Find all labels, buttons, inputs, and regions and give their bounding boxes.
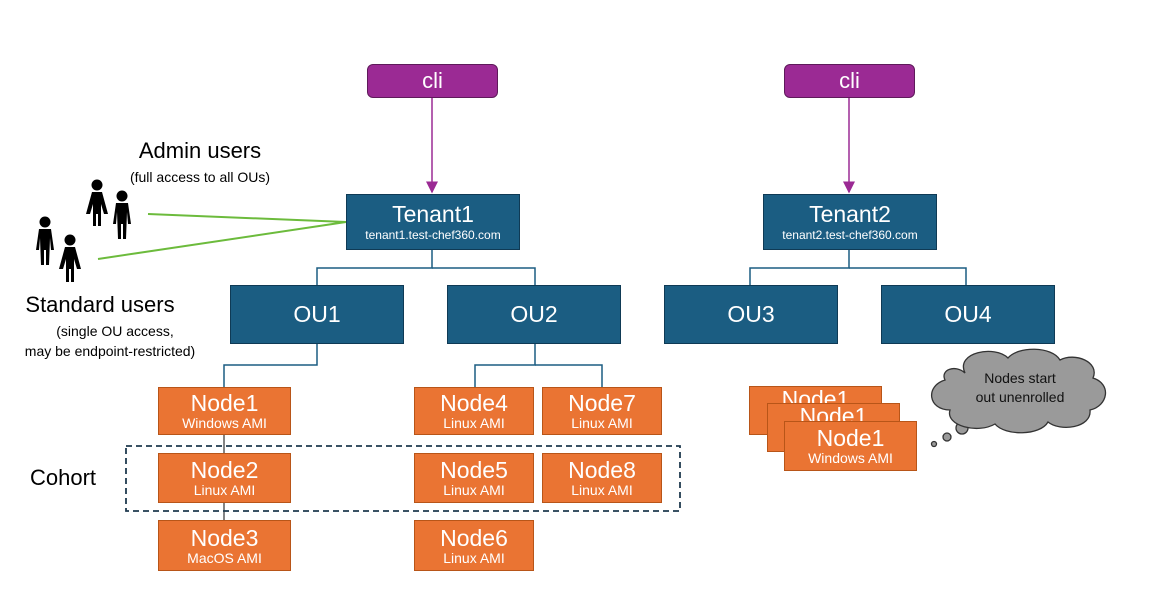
tenant2-ou-connector <box>749 249 967 285</box>
ou-label: OU3 <box>727 301 775 327</box>
node-ami: Linux AMI <box>443 482 505 498</box>
node-ami: Windows AMI <box>182 415 267 431</box>
admin-users-subtitle: (full access to all OUs) <box>129 169 271 185</box>
user-lines <box>97 213 347 260</box>
node5-box: Node5 Linux AMI <box>414 453 534 503</box>
tenant-name: Tenant1 <box>392 201 474 227</box>
tenant-name: Tenant2 <box>809 201 891 227</box>
node1-box: Node1 Windows AMI <box>158 387 291 435</box>
ou3-box: OU3 <box>664 285 838 344</box>
node8-box: Node8 Linux AMI <box>542 453 662 503</box>
node-ami: Linux AMI <box>193 482 256 498</box>
node-ami: MacOS AMI <box>187 549 262 566</box>
tenant1-box: Tenant1 tenant1.test-chef360.com <box>346 194 520 250</box>
standard-users-title: Standard users <box>25 292 175 317</box>
node-ami: Linux AMI <box>571 415 633 431</box>
ou2-box: OU2 <box>447 285 621 344</box>
node-name: Node5 <box>440 457 508 483</box>
standard-users-icon <box>36 216 81 282</box>
ou1-node-connector <box>223 344 318 387</box>
node-name: Node3 <box>190 524 259 551</box>
thought-cloud <box>930 348 1107 448</box>
admin-users-title: Admin users <box>138 138 262 163</box>
tenant-domain: tenant2.test-chef360.com <box>782 228 918 242</box>
node-name: Node1 <box>816 425 885 451</box>
cohort-box <box>125 445 681 512</box>
node-name: Node8 <box>568 457 636 483</box>
standard-users-subtitle: may be endpoint-restricted) <box>24 343 196 359</box>
cohort-label: Cohort <box>30 465 97 490</box>
node-ami: Linux AMI <box>443 415 505 431</box>
ou4-box: OU4 <box>881 285 1055 344</box>
tenant1-ou-connector <box>316 249 536 285</box>
cli-box: cli <box>367 64 498 98</box>
node-name: Node1 <box>190 390 259 416</box>
cli-label: cli <box>422 68 443 93</box>
cloud-text: Nodes start out unenrolled <box>955 369 1085 407</box>
cli-label: cli <box>839 68 860 93</box>
node7-box: Node7 Linux AMI <box>542 387 662 435</box>
cli-box: cli <box>784 64 915 98</box>
cloud-line: out unenrolled <box>975 389 1065 405</box>
node-ami: Linux AMI <box>443 549 505 566</box>
ou-label: OU4 <box>944 301 992 327</box>
ou1-box: OU1 <box>230 285 404 344</box>
ou-label: OU2 <box>510 301 558 327</box>
cloud-line: Nodes start <box>984 370 1056 386</box>
node-name: Node7 <box>568 390 636 416</box>
admin-users-icon <box>86 179 131 239</box>
tenant-domain: tenant1.test-chef360.com <box>365 228 501 242</box>
ou-label: OU1 <box>293 301 341 327</box>
node6-box: Node6 Linux AMI <box>414 520 534 571</box>
node2-box: Node2 Linux AMI <box>158 453 291 503</box>
tenant2-box: Tenant2 tenant2.test-chef360.com <box>763 194 937 250</box>
ou2-node-connector <box>474 344 603 387</box>
node-name: Node6 <box>440 524 508 551</box>
node-name: Node4 <box>440 390 508 416</box>
node-ami: Linux AMI <box>571 482 633 498</box>
node4-box: Node4 Linux AMI <box>414 387 534 435</box>
node-name: Node2 <box>190 457 259 483</box>
unenrolled-node-front: Node1 Windows AMI <box>784 421 917 471</box>
node3-box: Node3 MacOS AMI <box>158 520 291 571</box>
node-ami: Windows AMI <box>808 450 893 466</box>
standard-users-subtitle: (single OU access, <box>56 323 174 339</box>
